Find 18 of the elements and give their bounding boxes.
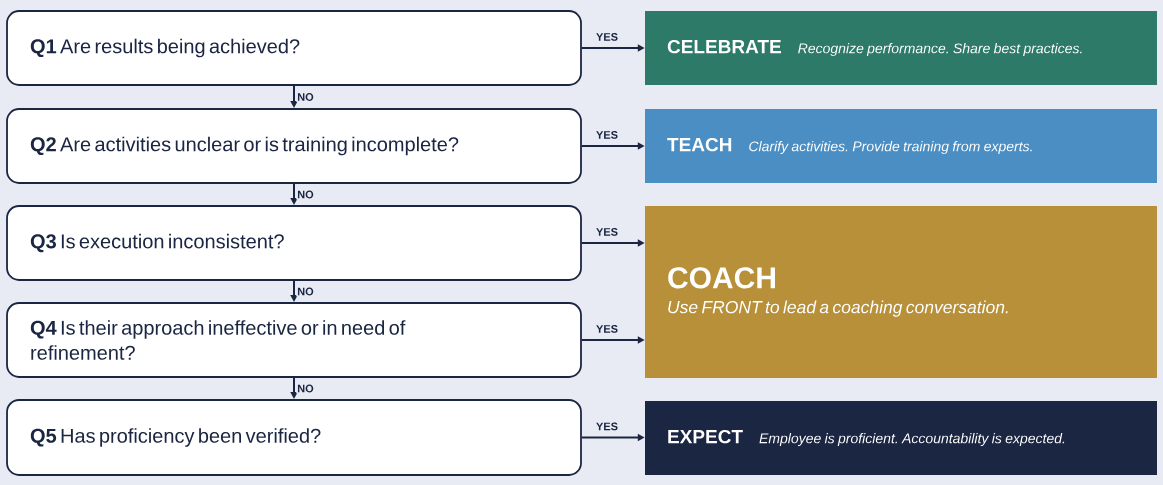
edge-label: NO bbox=[296, 92, 315, 102]
outcome-box: TEACH Clarify activities. Provide training from experts. bbox=[645, 109, 1157, 183]
question-box: Q4 Is their approach ineffective or in need of refinement? bbox=[6, 302, 582, 378]
edge-label: YES bbox=[595, 32, 619, 42]
outcome-box: COACH Use FRONT to lead a coaching conversation. bbox=[645, 206, 1157, 378]
edge-label: YES bbox=[595, 130, 619, 140]
edge-label: NO bbox=[296, 383, 315, 394]
outcome-box: EXPECT Employee is proficient. Accountability is expected. bbox=[645, 401, 1157, 475]
edge-label: YES bbox=[595, 324, 619, 334]
question-box: Q2 Are activities unclear or is training incomplete? bbox=[6, 108, 582, 184]
question-box: Q5 Has proficiency been verified? bbox=[6, 399, 582, 476]
edge-label: YES bbox=[595, 227, 619, 237]
edge-label: YES bbox=[595, 421, 619, 432]
question-box: Q3 Is execution inconsistent? bbox=[6, 205, 582, 281]
edge-label: NO bbox=[296, 286, 315, 297]
question-box: Q1 Are results being achieved? bbox=[6, 10, 582, 86]
outcome-box: CELEBRATE Recognize performance. Share best practices. bbox=[645, 11, 1157, 85]
edge-label: NO bbox=[296, 189, 315, 200]
